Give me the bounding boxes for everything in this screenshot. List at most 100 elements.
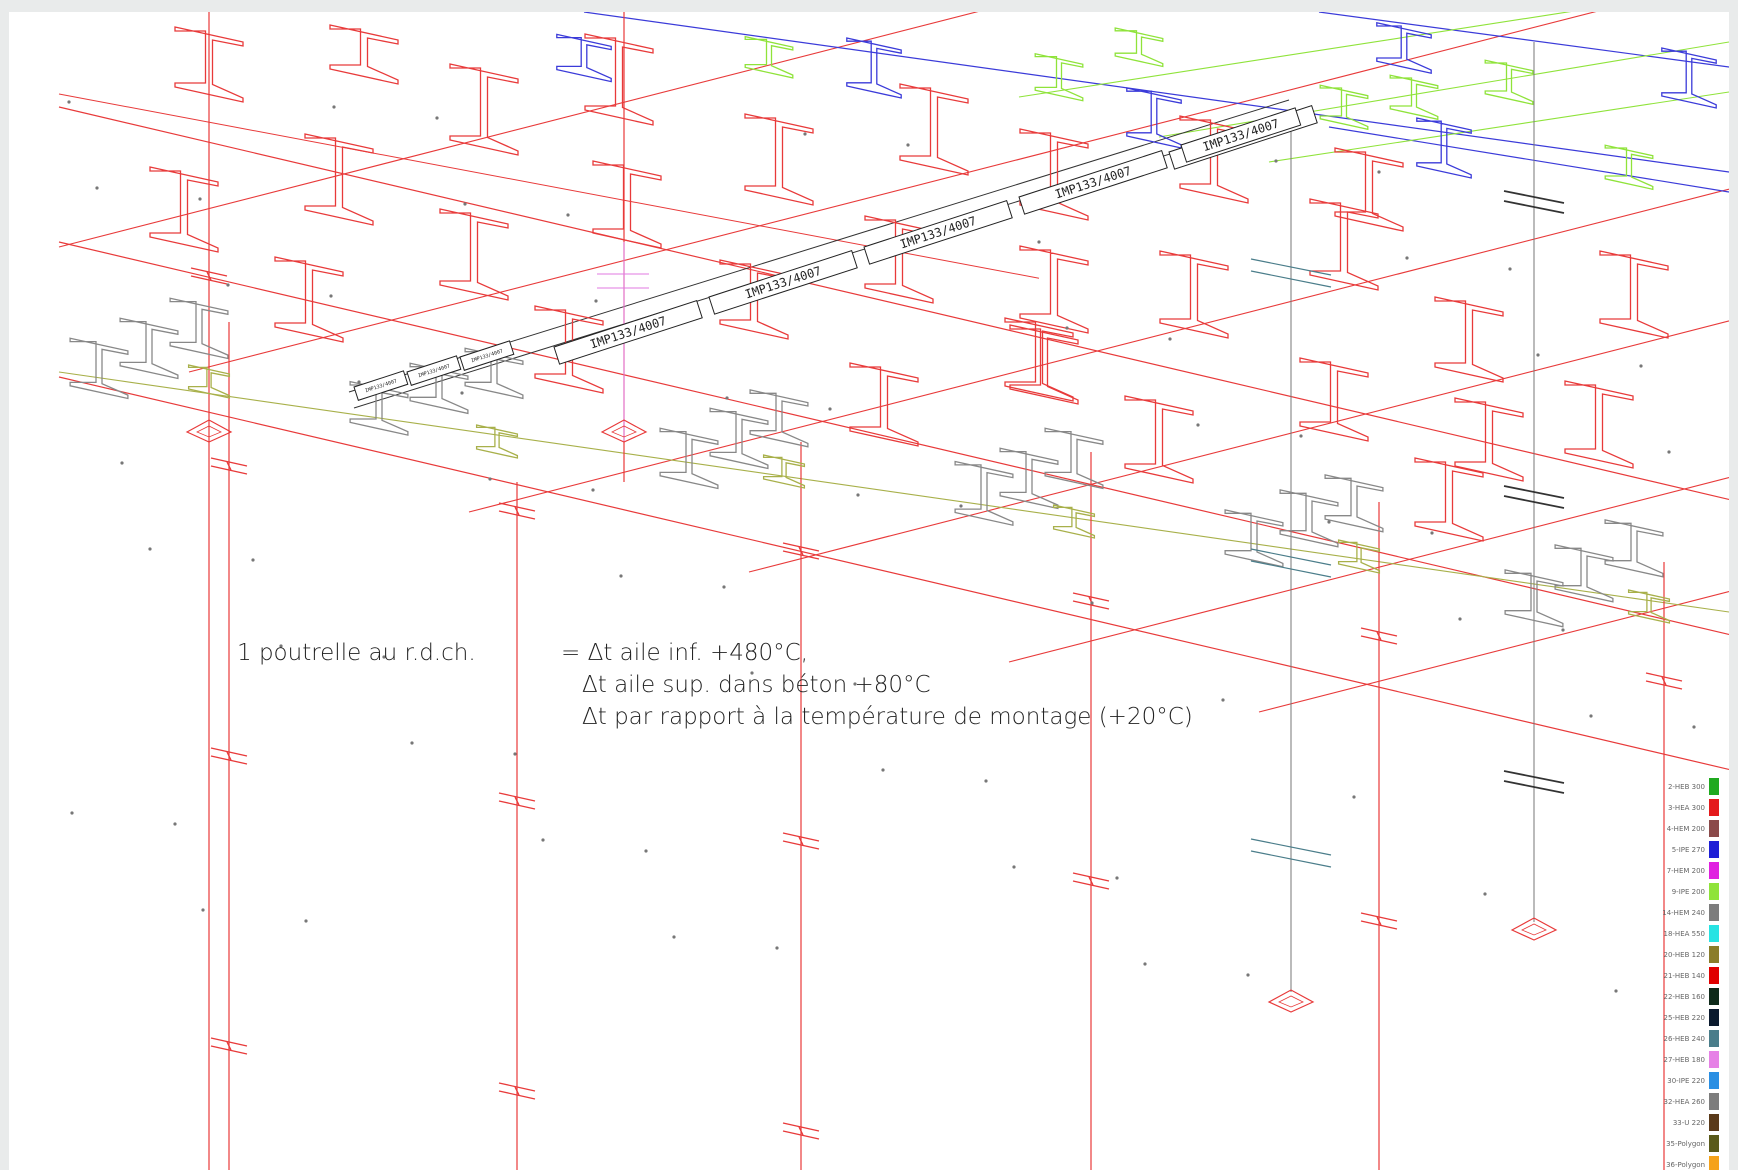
i-beam-outline: [584, 33, 654, 126]
column-base-plate: [600, 419, 648, 443]
column-tick: [498, 510, 536, 520]
node-dot: [1327, 520, 1331, 524]
legend-label: 27-HEB 180: [1663, 1055, 1705, 1064]
i-beam-section: [449, 63, 519, 156]
beam-line-green: [1018, 12, 1572, 98]
node-dot: [1458, 617, 1462, 621]
i-beam-outline: [449, 63, 519, 156]
i-beam-section: [1124, 395, 1194, 484]
node-dot: [1508, 267, 1512, 271]
node-dot: [1090, 601, 1094, 605]
i-beam-outline: [1034, 52, 1084, 102]
i-beam-section: [1019, 245, 1089, 334]
column-tick: [498, 1090, 536, 1100]
i-beam-section: [1604, 144, 1654, 191]
i-beam-section: [187, 364, 231, 399]
node-dot: [198, 197, 202, 201]
i-beam-section: [709, 407, 769, 470]
beam-line-red: [468, 188, 1729, 513]
i-beam-outline: [556, 33, 612, 83]
i-beam-section: [592, 160, 662, 249]
legend-row: 9-IPE 200: [1629, 881, 1719, 902]
node-dot: [1168, 337, 1172, 341]
node-dot: [1561, 628, 1565, 632]
legend-label: 7-HEM 200: [1666, 866, 1705, 875]
legend-row: 4-HEM 200: [1629, 818, 1719, 839]
column-tick: [1360, 912, 1398, 922]
i-beam-outline: [149, 166, 219, 253]
i-beam-section: [1334, 147, 1404, 232]
node-dot: [488, 477, 492, 481]
column-tick: [210, 465, 248, 475]
node-dot: [853, 682, 857, 686]
i-beam-section: [1484, 59, 1534, 106]
node-dot: [959, 504, 963, 508]
node-dot: [120, 461, 124, 465]
node-dot: [856, 493, 860, 497]
column-tick: [190, 275, 228, 285]
legend-label: 5-IPE 270: [1671, 845, 1705, 854]
column-base-plate: [611, 425, 637, 438]
node-dot: [881, 768, 885, 772]
legend-label: 26-HEB 240: [1663, 1034, 1705, 1043]
i-beam-outline: [1554, 544, 1614, 603]
beam-line-blue: [583, 12, 1729, 173]
legend-label: 36-Polygon: [1666, 1160, 1705, 1169]
i-beam-section: [274, 256, 344, 343]
annotation-line-2: Δt aile sup. dans béton +80°C: [582, 672, 931, 698]
column-tick: [1072, 880, 1110, 890]
legend-label: 4-HEM 200: [1666, 824, 1705, 833]
i-beam-outline: [1159, 250, 1229, 339]
column-base-plate: [1521, 923, 1547, 936]
column-tick: [782, 1130, 820, 1140]
beam-tag: IMP133/4007: [553, 300, 703, 365]
i-beam-outline: [1376, 21, 1432, 75]
legend-row: 21-HEB 140: [1629, 965, 1719, 986]
node-dot: [70, 811, 74, 815]
i-beam-outline: [899, 83, 969, 176]
i-beam-section: [329, 24, 399, 85]
i-beam-section: [954, 460, 1014, 527]
column-tick: [226, 461, 232, 471]
node-dot: [1246, 973, 1250, 977]
i-beam-section: [534, 305, 604, 394]
legend-row: 30-IPE 220: [1629, 1070, 1719, 1091]
i-beam-outline: [69, 337, 129, 400]
column-tick: [210, 747, 248, 757]
i-beam-section: [762, 454, 806, 489]
column-tick: [1661, 676, 1667, 686]
node-dot: [148, 547, 152, 551]
legend-swatch: [1709, 1135, 1719, 1152]
i-beam-outline: [1484, 59, 1534, 106]
beam-tag: IMP133/4007: [863, 200, 1013, 265]
column-tick: [782, 542, 820, 552]
legend-row: 18-HEA 550: [1629, 923, 1719, 944]
legend-swatch: [1709, 841, 1719, 858]
legend-row: 25-HEB 220: [1629, 1007, 1719, 1028]
column-tick: [498, 502, 536, 512]
legend-label: 32-HEA 260: [1663, 1097, 1706, 1106]
column-tick-teal: [1250, 850, 1332, 868]
node-dot: [1274, 159, 1278, 163]
column-base-plate: [1278, 995, 1304, 1008]
i-beam-outline: [659, 427, 719, 490]
i-beam-outline: [1299, 357, 1369, 442]
column-tick: [210, 1037, 248, 1047]
i-beam-outline: [475, 424, 519, 459]
column-tick-dark: [1503, 780, 1565, 794]
i-beam-outline: [1324, 474, 1384, 533]
i-beam-section: [744, 35, 794, 79]
i-beam-section: [1009, 324, 1079, 405]
legend-row: 35-Polygon: [1629, 1133, 1719, 1154]
i-beam-section: [1376, 21, 1432, 75]
i-beam-outline: [1019, 245, 1089, 334]
beam-tag-frame: [459, 340, 515, 371]
legend-label: 14-HEM 240: [1662, 908, 1705, 917]
node-dot: [435, 116, 439, 120]
legend-label: 20-HEB 120: [1663, 950, 1705, 959]
node-dot: [1692, 725, 1696, 729]
column-tick: [798, 546, 804, 556]
i-beam-outline: [1004, 317, 1074, 402]
